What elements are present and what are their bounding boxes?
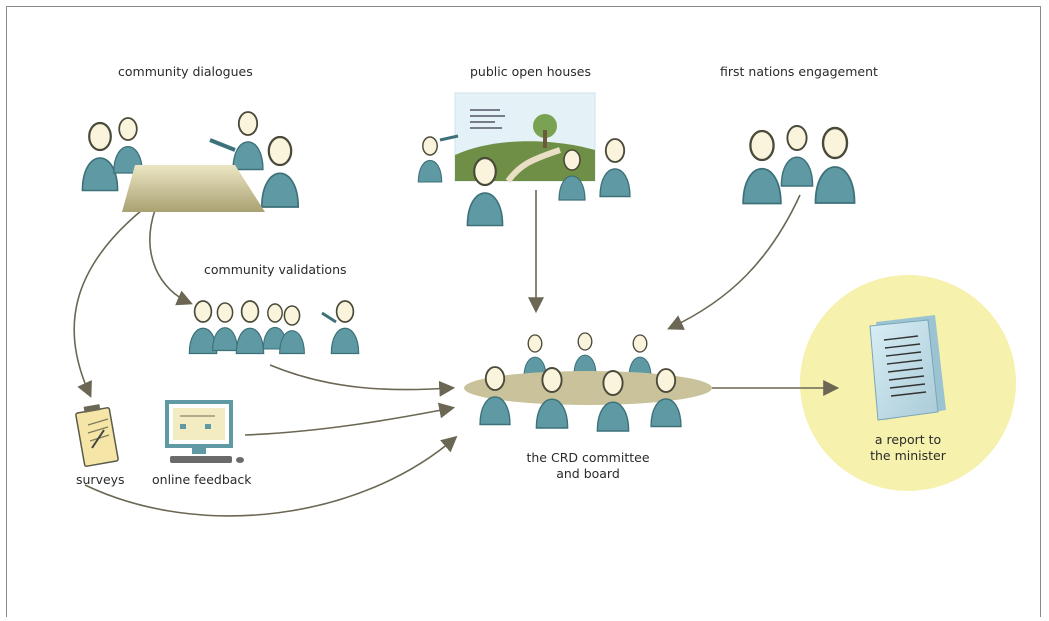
label-first-nations-engagement: first nations engagement [720, 64, 878, 79]
label-report-line1: a report to [874, 432, 942, 447]
arrow-dialogues-to-surveys [73, 209, 143, 398]
committee-table [464, 371, 712, 405]
community-dialogues-illustration [81, 111, 300, 212]
arrow-online-to-committee [244, 402, 456, 436]
label-crd-committee-line1: the CRD committee [526, 450, 650, 465]
flow-arrows [73, 190, 840, 517]
arrow-firstnations-to-committee [667, 194, 801, 330]
first-nations-illustration [741, 125, 856, 205]
label-surveys: surveys [76, 472, 125, 487]
label-online-feedback: online feedback [152, 472, 252, 487]
diagram-frame-right-edge [1040, 6, 1041, 617]
crd-committee-illustration [464, 332, 712, 432]
arrow-validations-to-committee [269, 364, 456, 397]
dialogue-table [122, 165, 265, 212]
report-document-icon [869, 315, 946, 421]
label-community-dialogues: community dialogues [118, 64, 253, 79]
arrow-dialogues-to-validations [149, 209, 193, 306]
label-crd-committee: the CRD committee and board [523, 450, 653, 482]
label-report: a report to the minister [858, 432, 958, 464]
diagram-frame [6, 6, 1041, 617]
label-report-line2: the minister [870, 448, 946, 463]
arrow-surveys-to-committee [84, 435, 458, 517]
community-validations-illustration [188, 300, 360, 355]
public-open-houses-illustration [417, 92, 631, 227]
label-crd-committee-line2: and board [556, 466, 620, 481]
survey-clipboard-icon [75, 404, 119, 467]
label-community-validations: community validations [204, 262, 347, 277]
label-public-open-houses: public open houses [470, 64, 591, 79]
computer-icon [165, 400, 244, 463]
